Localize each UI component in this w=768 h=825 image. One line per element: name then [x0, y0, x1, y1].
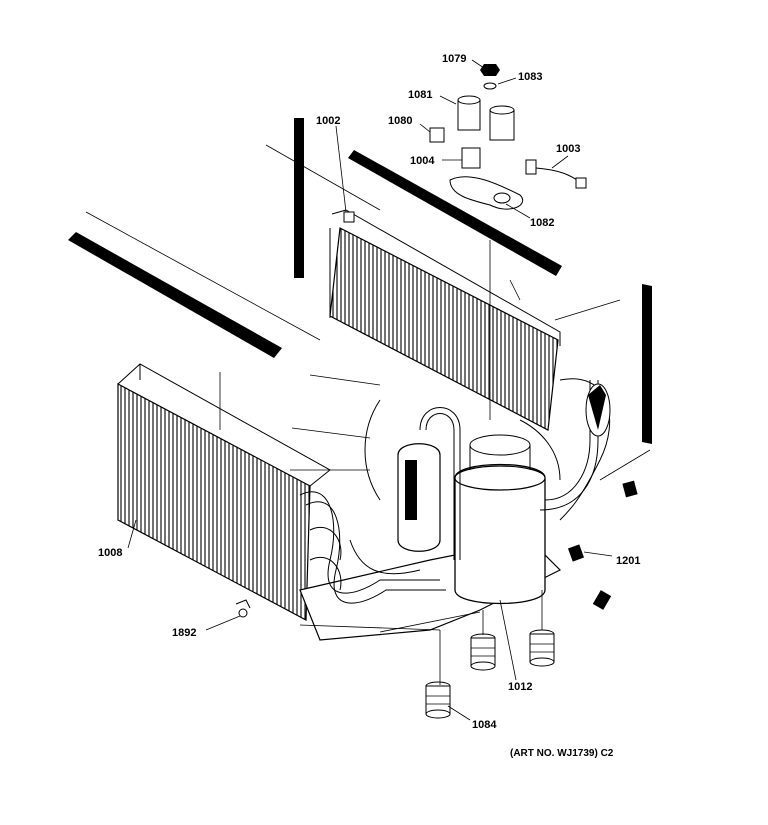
capacitor-assembly	[429, 64, 587, 210]
mounts-1084	[425, 629, 555, 719]
label-1002: 1002	[316, 115, 340, 127]
label-1084: 1084	[472, 719, 497, 731]
label-1083: 1083	[518, 71, 542, 83]
leader-lines	[127, 59, 613, 721]
art-number: (ART NO. WJ1739) C2	[510, 748, 614, 759]
clip-1892	[235, 599, 251, 618]
left-coil-1008	[117, 363, 331, 621]
label-1008: 1008	[98, 547, 122, 559]
label-1081: 1081	[408, 89, 432, 101]
construction-lines	[85, 144, 651, 685]
grommets-1201	[567, 480, 638, 610]
label-1079: 1079	[442, 53, 466, 65]
label-1004: 1004	[410, 155, 435, 167]
part-labels: 1079 1083 1081 1080 1002 1003 1004 1082 …	[98, 53, 640, 759]
right-header	[559, 378, 611, 521]
accumulator	[397, 443, 441, 552]
label-1082: 1082	[530, 217, 554, 229]
compressor-1012	[454, 434, 546, 605]
label-1080: 1080	[388, 115, 412, 127]
refrigerant-tubing	[299, 380, 599, 604]
label-1003: 1003	[556, 143, 580, 155]
label-1892: 1892	[172, 627, 196, 639]
seal-strips	[68, 118, 652, 444]
label-1201: 1201	[616, 555, 640, 567]
label-1012: 1012	[508, 681, 532, 693]
rear-coil-1002	[329, 209, 561, 431]
